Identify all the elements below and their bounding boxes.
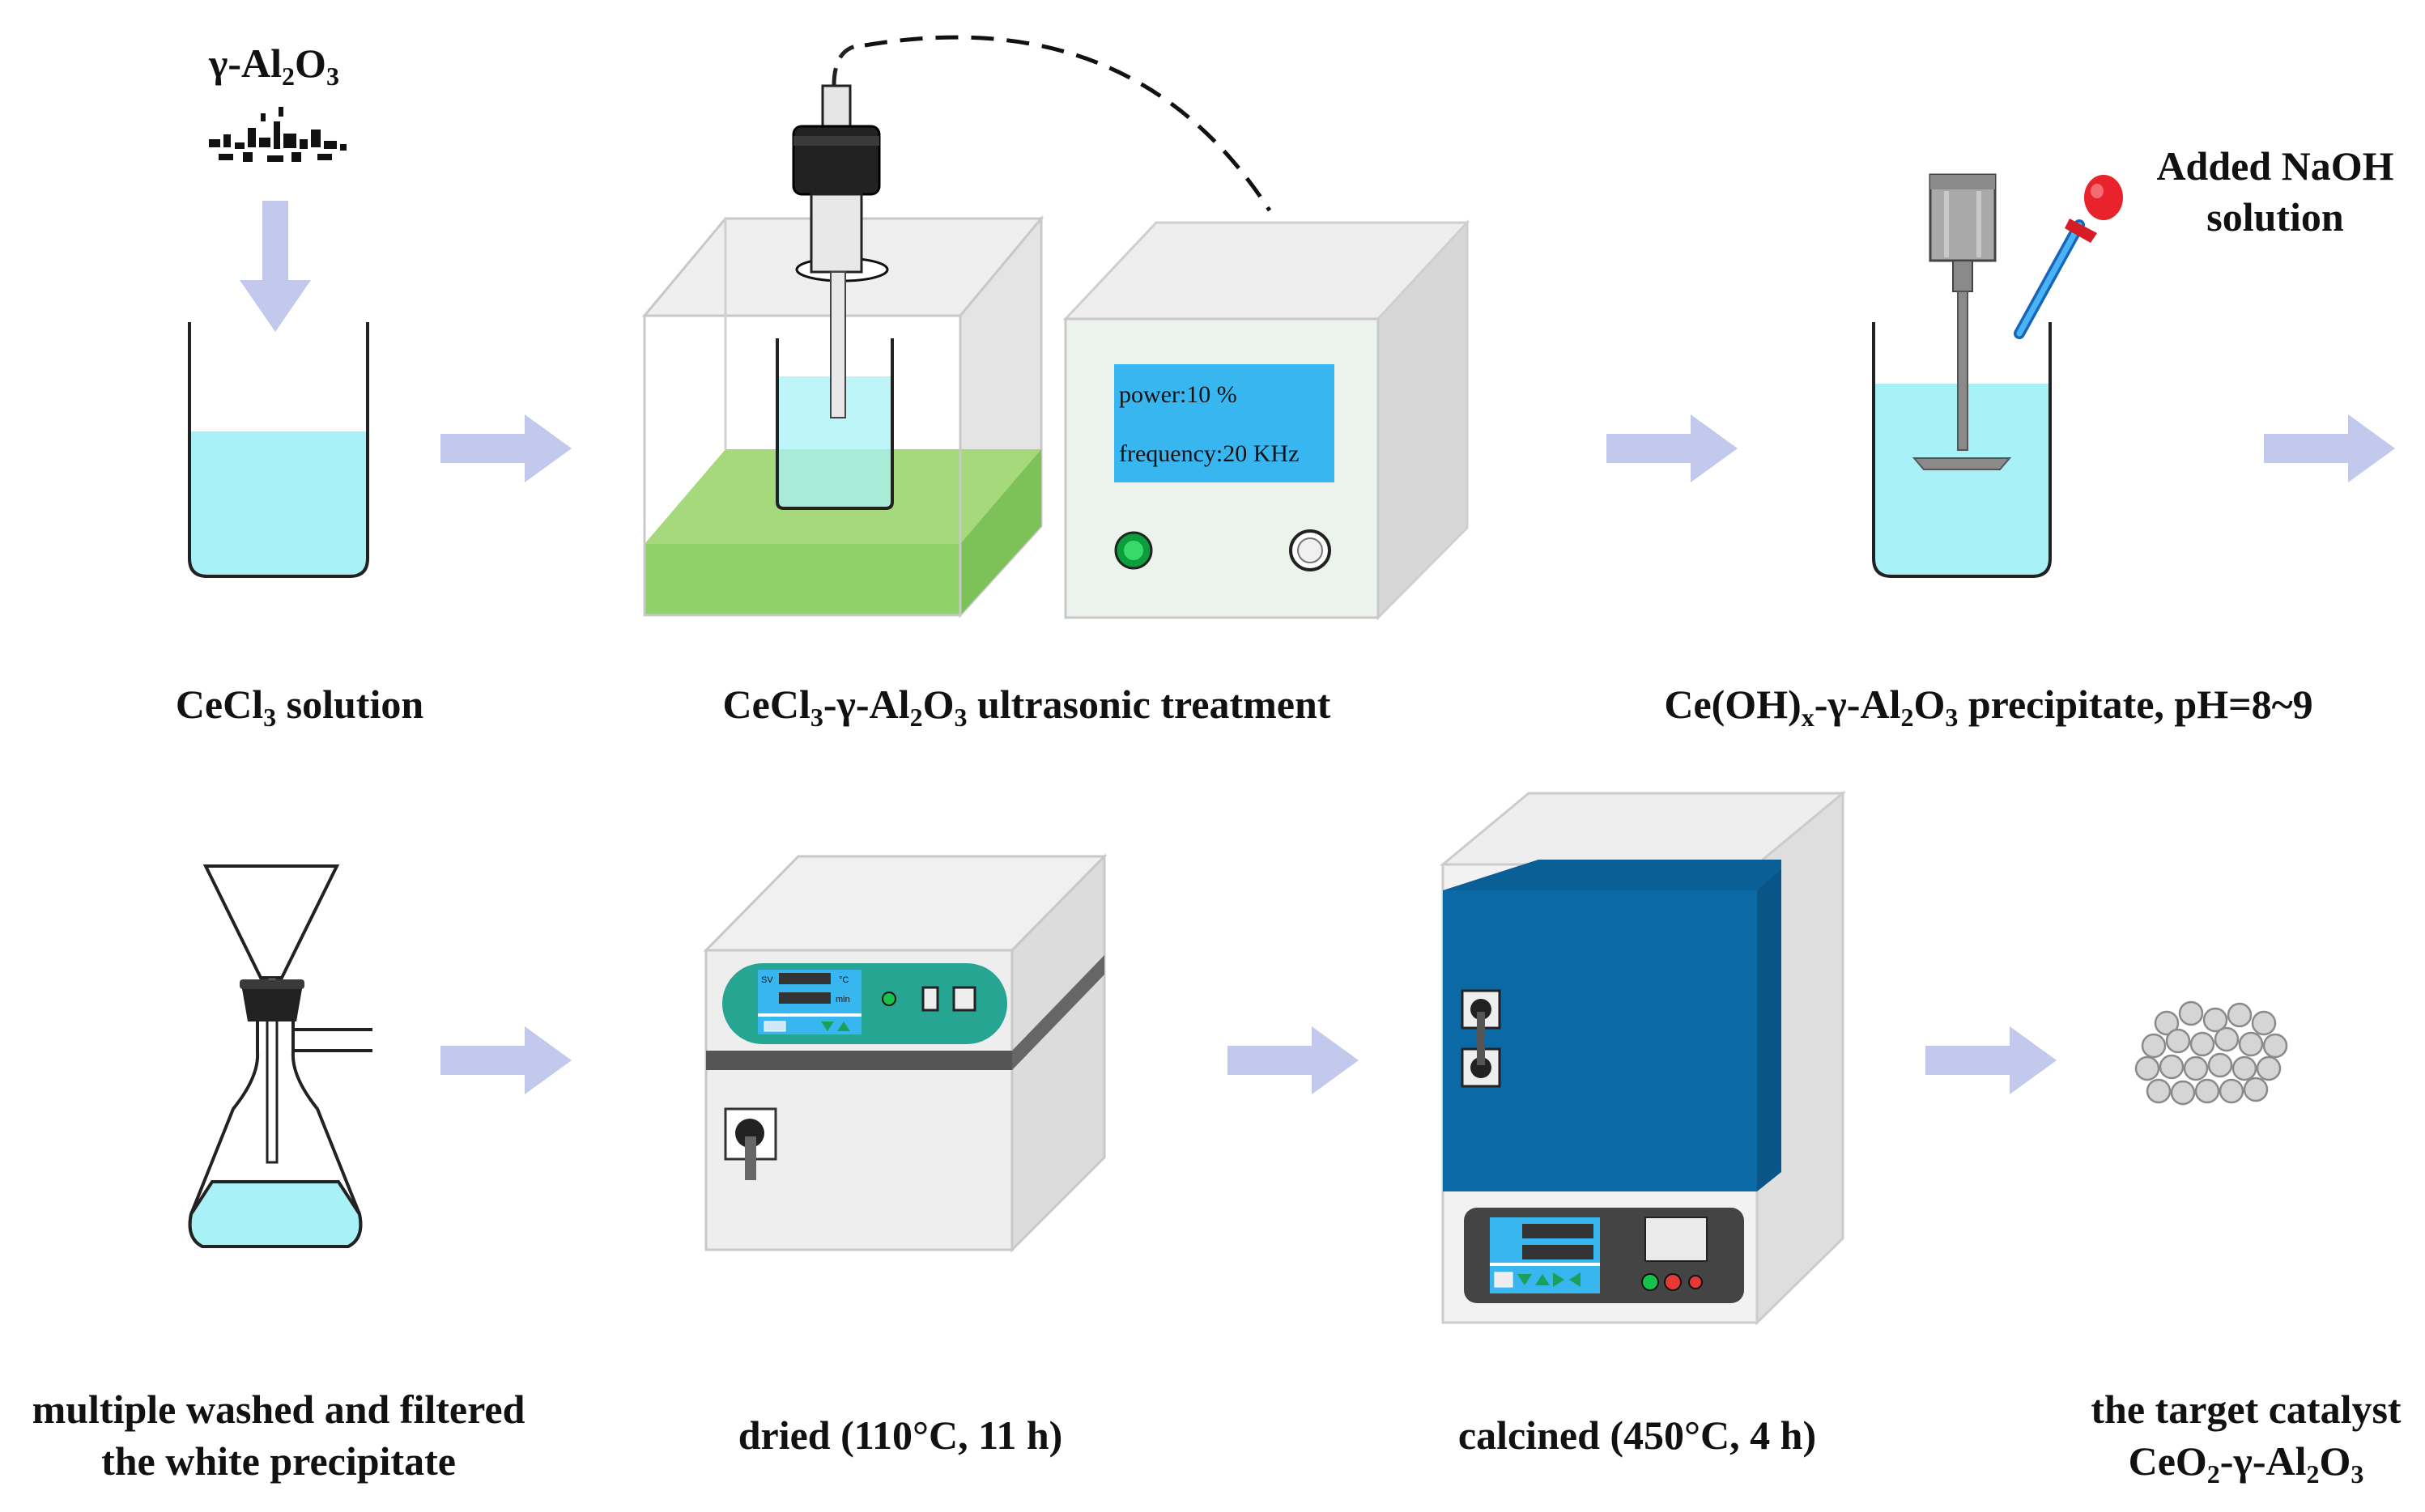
indicator-light-icon (1641, 1273, 1659, 1291)
flow-arrow-2 (1606, 414, 1738, 482)
step-3-precipitation: Added NaOH solution Ce(OH)x-γ-Al2O3 prec… (1664, 143, 2393, 732)
indicator-light-icon (1664, 1273, 1682, 1291)
panel-sv-label: SV (761, 975, 773, 985)
mechanical-stirrer (1912, 173, 2012, 470)
ultrasonic-bath (641, 214, 1044, 618)
dropper-icon (2014, 175, 2123, 339)
step-6-caption: calcined (450°C, 4 h) (1458, 1412, 1816, 1458)
flow-arrow-5 (1227, 1026, 1359, 1094)
step-4-caption-line-1: multiple washed and filtered (32, 1387, 525, 1432)
furnace-door (1443, 890, 1757, 1191)
panel-celsius-label: °C (839, 975, 849, 985)
step-7-caption-line-2: CeO2-γ-Al2O3 (2129, 1438, 2364, 1489)
ultrasonic-probe (792, 43, 881, 418)
step-7-catalyst: the target catalyst CeO2-γ-Al2O3 (2091, 1000, 2402, 1489)
step-5-caption: dried (110°C, 11 h) (738, 1412, 1063, 1458)
door-handle-icon (724, 1107, 777, 1180)
down-arrow (240, 201, 311, 332)
flow-arrow-1 (440, 414, 572, 482)
flow-arrow-3 (2264, 414, 2395, 482)
indicator-light-icon (882, 992, 896, 1006)
step-1-cecl3-solution: γ-Al2O3 CeCl3 solution (176, 40, 424, 732)
panel-button-icon (952, 986, 976, 1012)
probe-cable (864, 35, 1272, 212)
catalyst-particles-icon (2134, 1000, 2288, 1106)
beaker (1872, 322, 2052, 578)
step-2-ultrasonic-treatment: power:10 % frequency:20 KHz CeCl3-γ-Al2O… (641, 35, 1470, 732)
step-2-caption: CeCl3-γ-Al2O3 ultrasonic treatment (723, 682, 1331, 732)
naoh-label-line-2: solution (2206, 194, 2344, 240)
naoh-label-line-1: Added NaOH (2156, 143, 2393, 189)
step-7-caption-line-1: the target catalyst (2091, 1387, 2402, 1432)
door-hinge-icon (1461, 989, 1501, 1088)
step-4-caption-line-2: the white precipitate (101, 1438, 456, 1484)
beaker (188, 322, 369, 578)
flow-arrow-6 (1925, 1026, 2057, 1094)
flow-arrow-4 (440, 1026, 572, 1094)
funnel-icon (202, 864, 340, 1164)
step-4-filtration: multiple washed and filtered the white p… (32, 864, 525, 1484)
ultrasonic-generator: power:10 % frequency:20 KHz (1062, 219, 1470, 621)
screen-frequency-readout: frequency:20 KHz (1119, 440, 1299, 467)
step-6-muffle-furnace: calcined (450°C, 4 h) (1439, 790, 1847, 1458)
screen-power-readout: power:10 % (1119, 381, 1237, 408)
generator-screen (1114, 364, 1334, 482)
panel-button-icon (921, 986, 939, 1012)
step-5-drying-oven: SV °C min dried (110°C, 11 h) (703, 853, 1108, 1458)
powder-label: γ-Al2O3 (208, 40, 339, 91)
alumina-powder-icon (209, 107, 347, 162)
step-1-caption: CeCl3 solution (176, 682, 424, 732)
step-3-caption: Ce(OH)x-γ-Al2O3 precipitate, pH=8~9 (1664, 682, 2312, 732)
filter-flask (188, 994, 372, 1248)
indicator-light-icon (1688, 1275, 1703, 1289)
panel-min-label: min (836, 995, 850, 1004)
